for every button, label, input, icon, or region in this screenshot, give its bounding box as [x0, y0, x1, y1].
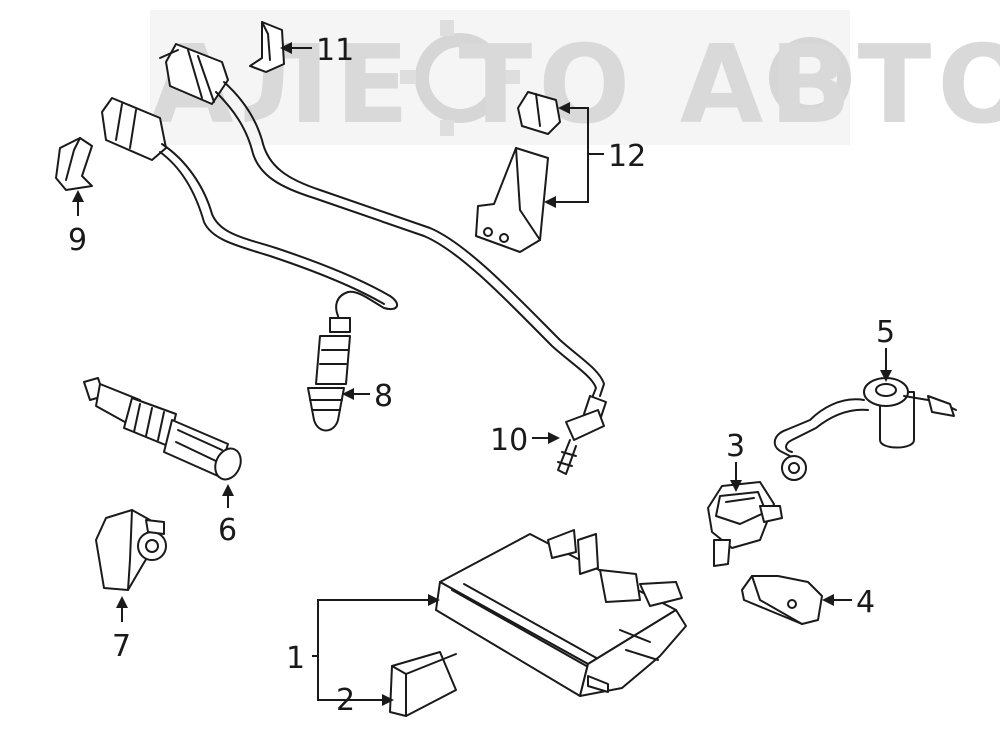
callout-9: 9 — [68, 223, 87, 258]
callout-8: 8 — [374, 379, 393, 414]
part-2-filter — [389, 651, 457, 717]
part-7-position-sensor — [95, 509, 167, 591]
part-12-bracket — [475, 91, 561, 253]
part-9-clip — [55, 137, 93, 191]
part-5-vent-valve — [773, 377, 957, 481]
part-10-oxygen-sensor — [159, 43, 607, 475]
callout-3: 3 — [726, 429, 745, 464]
callout-4: 4 — [856, 585, 875, 620]
callout-12: 12 — [608, 139, 646, 174]
part-8-oxygen-sensor — [101, 97, 399, 432]
callout-leaders — [72, 42, 892, 706]
part-6-temperature-sensor — [83, 377, 242, 481]
part-11-clip — [249, 21, 285, 73]
callout-10: 10 — [490, 423, 528, 458]
callout-5: 5 — [876, 315, 895, 350]
callout-1: 1 — [286, 641, 305, 676]
part-3-purge-valve — [707, 481, 783, 567]
callout-11: 11 — [316, 33, 354, 68]
part-4-bracket — [741, 575, 823, 625]
callout-2: 2 — [336, 683, 355, 718]
callout-7: 7 — [112, 629, 131, 664]
part-1-canister — [435, 529, 687, 697]
callout-6: 6 — [218, 513, 237, 548]
